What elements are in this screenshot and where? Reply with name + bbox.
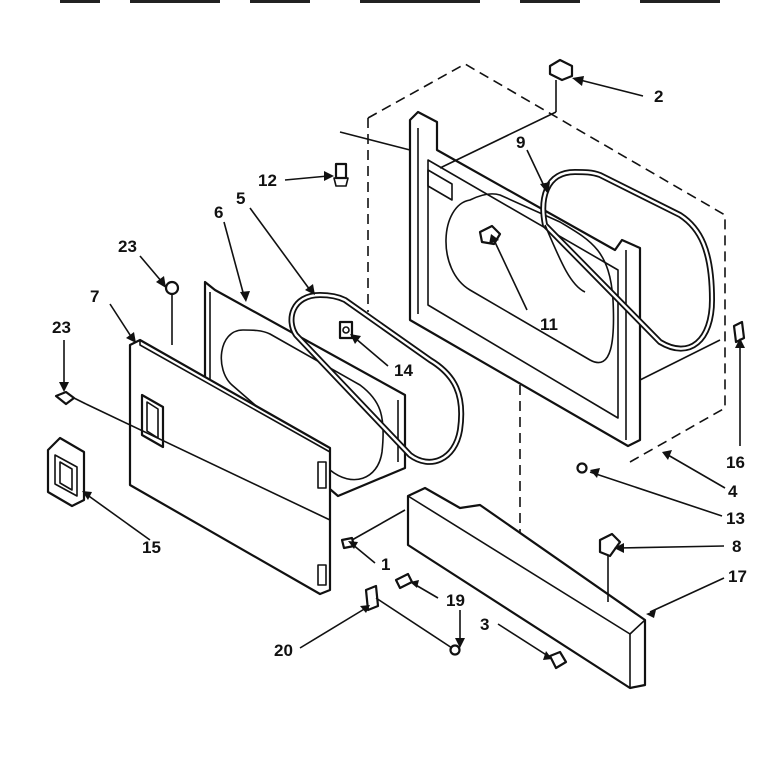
top-scan-artifact (60, 0, 720, 3)
callout-2: 2 (654, 87, 663, 106)
callout-13: 13 (726, 509, 745, 528)
callout-23-left: 23 (52, 318, 71, 337)
callout-19: 19 (446, 591, 465, 610)
clip-14 (338, 320, 354, 340)
bracket-16 (732, 320, 746, 344)
leader-lines (63, 79, 741, 657)
screw-19b (449, 644, 461, 656)
callout-23-top: 23 (118, 237, 137, 256)
screw-23-left (54, 390, 87, 406)
screw-19 (394, 572, 414, 590)
callout-8: 8 (732, 537, 741, 556)
callout-3: 3 (480, 615, 489, 634)
outer-door (128, 338, 332, 596)
callout-11: 11 (540, 315, 558, 334)
leader-arrowheads (59, 76, 745, 660)
toe-panel (406, 486, 647, 690)
callout-20: 20 (274, 641, 293, 660)
callout-15: 15 (142, 538, 161, 557)
hinge-20 (364, 584, 380, 612)
callout-14: 14 (394, 361, 413, 380)
callout-7: 7 (90, 287, 99, 306)
door-gasket (288, 291, 465, 465)
callout-6: 6 (214, 203, 223, 222)
callout-5: 5 (236, 189, 245, 208)
screw-3 (548, 650, 568, 670)
callout-17: 17 (728, 567, 747, 586)
screw-23-top (164, 280, 180, 310)
callout-labels: 2 9 12 5 6 23 7 23 11 14 16 4 13 15 8 1 … (52, 87, 747, 660)
hinge-pin-2 (548, 58, 574, 98)
callout-1: 1 (381, 555, 390, 574)
screw-13 (576, 462, 588, 474)
door-handle (46, 436, 86, 508)
hinge-8 (598, 532, 622, 568)
rear-door-gasket (540, 168, 716, 352)
callout-9: 9 (516, 133, 525, 152)
callout-4: 4 (728, 482, 738, 501)
screw-12 (333, 162, 349, 187)
callout-12: 12 (258, 171, 277, 190)
callout-16: 16 (726, 453, 745, 472)
